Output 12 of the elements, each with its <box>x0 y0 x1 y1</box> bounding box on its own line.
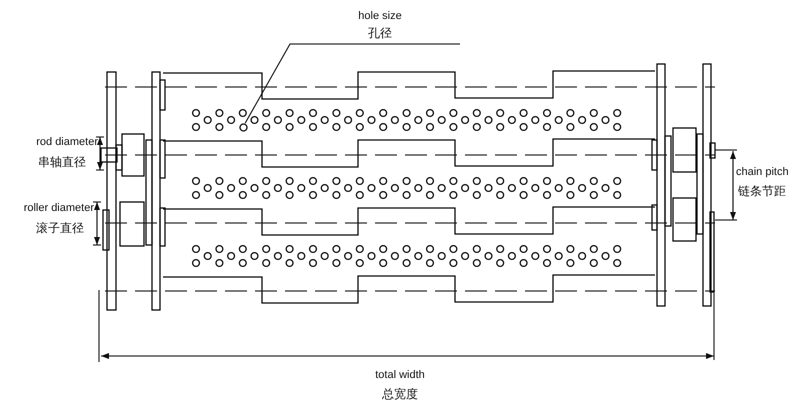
leader-line <box>244 43 460 124</box>
dimension-label: 滚子直径 <box>36 222 84 235</box>
dimension-label: total width <box>375 369 425 382</box>
dimension-label: rod diameter <box>36 136 98 149</box>
callout-label: 孔径 <box>368 27 392 40</box>
dimension-label: roller diameter <box>24 202 94 215</box>
dimension-label: 链条节距 <box>738 185 786 198</box>
hole <box>238 122 248 132</box>
dimension-label: 串轴直径 <box>38 156 86 169</box>
callout-label: hole size <box>358 10 402 23</box>
dimension-label: chain pitch <box>736 166 789 179</box>
dimension-label: 总宽度 <box>382 388 418 401</box>
